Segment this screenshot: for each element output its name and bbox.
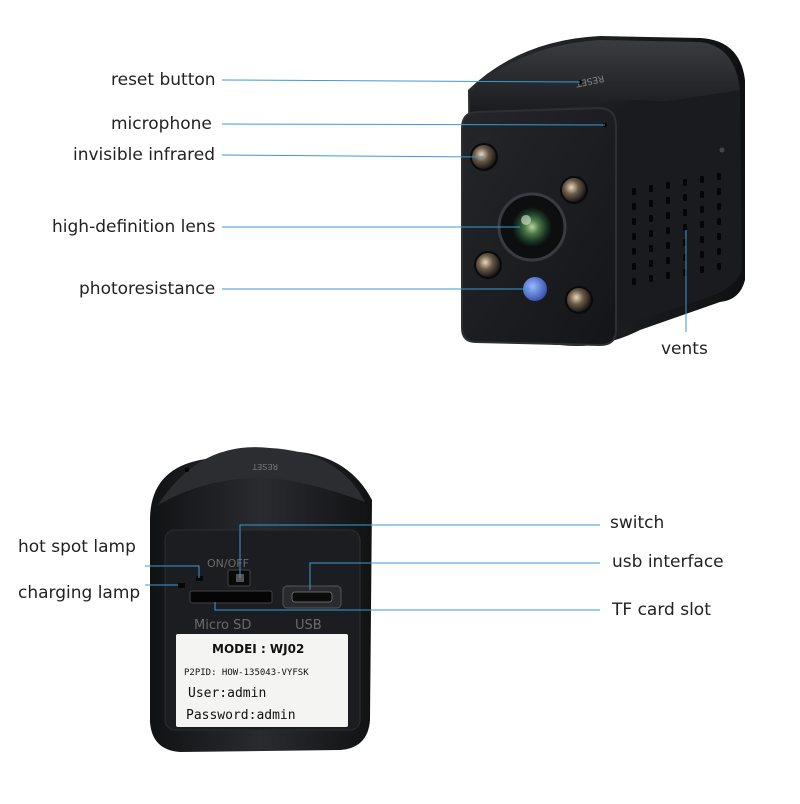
vent-hole <box>649 230 653 237</box>
back-leaders <box>145 524 600 611</box>
usb-label: USB <box>295 618 322 633</box>
vent-hole <box>649 185 653 192</box>
vent-hole <box>649 245 653 252</box>
vent-hole <box>683 179 687 186</box>
vent-hole <box>649 260 653 267</box>
vent-hole <box>666 197 670 204</box>
vent-hole <box>632 233 636 240</box>
vent-hole <box>700 251 704 258</box>
charging-lamp <box>178 583 185 588</box>
infrared-led-icon <box>565 286 593 314</box>
vent-hole <box>666 182 670 189</box>
label-reset-button: reset button <box>111 70 216 90</box>
back-reset-hole <box>185 468 189 472</box>
vent-hole <box>717 263 721 270</box>
infrared-led-icon <box>560 176 588 204</box>
vent-hole <box>632 278 636 285</box>
vent-hole <box>666 257 670 264</box>
vent-hole <box>683 224 687 231</box>
front-camera: RESET <box>461 36 745 347</box>
vent-hole <box>700 236 704 243</box>
vent-hole <box>717 203 721 210</box>
label-lens: high-definition lens <box>52 217 216 237</box>
hot-spot-lamp <box>196 576 203 581</box>
label-usb-interface: usb interface <box>612 552 724 572</box>
leader-switch <box>239 524 600 578</box>
vent-hole <box>666 272 670 279</box>
vents-grid <box>632 173 721 285</box>
vent-hole <box>666 242 670 249</box>
label-switch: switch <box>610 513 665 533</box>
vent-hole <box>717 233 721 240</box>
vent-hole <box>700 266 704 273</box>
vent-hole <box>666 212 670 219</box>
vent-hole <box>700 221 704 228</box>
leader-tf-card <box>214 602 600 611</box>
vent-hole <box>632 203 636 210</box>
vent-hole <box>632 263 636 270</box>
label-photoresistance: photoresistance <box>79 279 216 299</box>
sticker-p2pid: P2PID: HOW-135043-VYFSK <box>184 668 309 678</box>
vent-hole <box>666 227 670 234</box>
sd-card-slot[interactable] <box>189 590 273 604</box>
onoff-label: ON/OFF <box>207 557 249 570</box>
leader-microphone <box>221 123 606 126</box>
vent-hole <box>700 191 704 198</box>
vent-hole <box>649 200 653 207</box>
label-invisible-infrared: invisible infrared <box>73 145 215 165</box>
camera-side <box>610 90 742 330</box>
vent-hole <box>717 188 721 195</box>
sticker-password: Password:admin <box>186 708 296 723</box>
leader-infrared <box>221 154 485 158</box>
vent-hole <box>632 218 636 225</box>
vent-hole <box>632 248 636 255</box>
label-hot-spot-lamp: hot spot lamp <box>18 537 136 557</box>
vent-hole <box>683 209 687 216</box>
label-microphone: microphone <box>111 114 212 134</box>
label-sticker <box>176 634 348 727</box>
lens-highlight <box>521 215 531 225</box>
sticker-user: User:admin <box>188 686 266 701</box>
label-tf-card-slot: TF card slot <box>612 600 711 620</box>
leader-usb <box>309 562 600 590</box>
vent-hole <box>632 188 636 195</box>
front-leaders <box>221 79 687 332</box>
vent-hole <box>700 176 704 183</box>
vent-hole <box>700 206 704 213</box>
vent-hole <box>717 173 721 180</box>
camera-top <box>470 40 740 118</box>
back-camera-top <box>158 447 365 505</box>
vent-hole <box>683 194 687 201</box>
vent-hole <box>717 218 721 225</box>
vent-hole <box>649 275 653 282</box>
photoresistor-icon <box>523 277 547 301</box>
infrared-led-icon <box>474 251 502 279</box>
usb-port[interactable] <box>291 591 333 603</box>
micro-sd-label: Micro SD <box>194 618 251 633</box>
screw-icon <box>719 147 725 153</box>
label-vents: vents <box>661 339 708 359</box>
leader-hot-spot <box>145 565 200 578</box>
sticker-model: MODEI : WJ02 <box>212 642 304 656</box>
label-charging-lamp: charging lamp <box>18 583 141 603</box>
back-camera: RESET ON/OFF Micro SD USB MODEI : WJ02 P… <box>150 447 372 752</box>
vent-hole <box>717 248 721 255</box>
back-reset-engraving: RESET <box>252 462 278 471</box>
leader-reset <box>221 79 581 83</box>
vent-hole <box>649 215 653 222</box>
